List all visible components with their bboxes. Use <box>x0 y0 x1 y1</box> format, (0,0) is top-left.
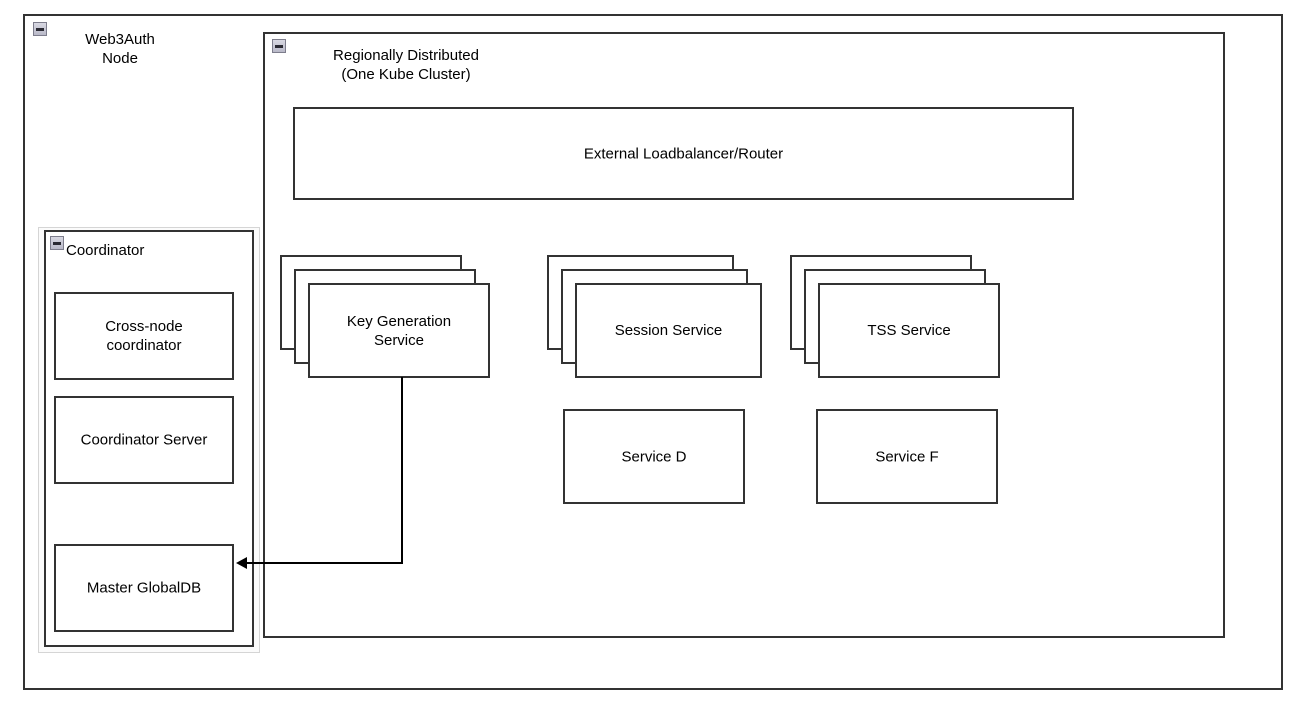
session-service-replica-1[interactable] <box>575 283 762 378</box>
container-title-web3auth-node: Web3Auth Node <box>85 31 155 67</box>
service-d-label: Service D <box>621 448 687 465</box>
service-f-label: Service F <box>875 448 939 465</box>
tss-service-replica-1[interactable] <box>818 283 1000 378</box>
coordinator-server-box[interactable]: Coordinator Server <box>54 396 234 484</box>
key-generation-service-replica-1[interactable] <box>308 283 490 378</box>
connector-keygen-to-masterdb-horizontal <box>246 562 403 564</box>
service-f-box[interactable]: Service F <box>816 409 998 504</box>
cross-node-coordinator-label: Cross-node coordinator <box>105 318 183 354</box>
session-service-label: Session Service <box>614 322 723 339</box>
external-loadbalancer-router-label: External Loadbalancer/Router <box>583 145 784 162</box>
connector-keygen-to-masterdb-vertical <box>401 377 403 564</box>
key-generation-service-stack[interactable]: Key Generation Service <box>280 255 490 378</box>
tss-service-label: TSS Service <box>867 322 951 339</box>
container-title-coordinator: Coordinator <box>66 242 145 259</box>
master-globaldb-box[interactable]: Master GlobalDB <box>54 544 234 632</box>
external-loadbalancer-router-box[interactable]: External Loadbalancer/Router <box>293 107 1074 200</box>
key-generation-service-label: Key Generation Service <box>346 312 452 349</box>
collapse-minus-icon-coordinator[interactable] <box>50 236 64 250</box>
service-d-box[interactable]: Service D <box>563 409 745 504</box>
coordinator-server-label: Coordinator Server <box>80 431 208 449</box>
collapse-minus-icon-kube-cluster[interactable] <box>272 39 286 53</box>
tss-service-stack[interactable]: TSS Service <box>790 255 1000 378</box>
session-service-stack[interactable]: Session Service <box>547 255 762 378</box>
connector-keygen-to-masterdb-arrowhead <box>236 557 247 569</box>
container-title-kube-cluster: Regionally Distributed (One Kube Cluster… <box>333 47 479 83</box>
cross-node-coordinator-box[interactable]: Cross-node coordinator <box>54 292 234 380</box>
collapse-minus-icon-web3auth-node[interactable] <box>33 22 47 36</box>
master-globaldb-label: Master GlobalDB <box>86 579 202 597</box>
